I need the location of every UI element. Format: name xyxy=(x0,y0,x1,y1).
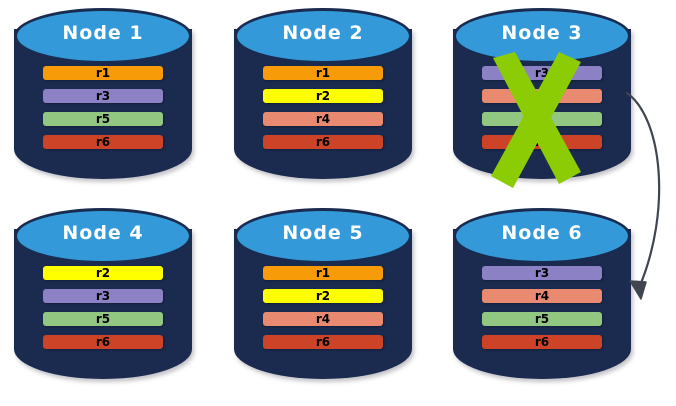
record-stripe[interactable]: r6 xyxy=(43,135,163,149)
record-stripe[interactable]: r2 xyxy=(263,89,383,103)
record-list: r2 r3 r5 r6 xyxy=(43,266,163,349)
record-stripe[interactable]: r2 xyxy=(263,289,383,303)
record-stripe[interactable]: r6 xyxy=(43,335,163,349)
record-stripe[interactable]: r1 xyxy=(263,266,383,280)
record-list: r1 r2 r4 r6 xyxy=(263,66,383,149)
record-stripe[interactable]: r5 xyxy=(43,312,163,326)
record-stripe[interactable]: r6 xyxy=(263,335,383,349)
cylinder-top-ellipse xyxy=(234,208,412,264)
record-stripe[interactable]: r3 xyxy=(482,66,602,80)
record-stripe[interactable]: r1 xyxy=(263,66,383,80)
record-stripe[interactable]: r1 xyxy=(43,66,163,80)
record-stripe[interactable]: r5 xyxy=(482,312,602,326)
record-stripe[interactable]: r5 xyxy=(482,112,602,126)
record-stripe[interactable]: r4 xyxy=(263,112,383,126)
cylinder-top-ellipse xyxy=(14,8,192,64)
cylinder-top-ellipse xyxy=(234,8,412,64)
record-stripe[interactable]: r4 xyxy=(263,312,383,326)
record-stripe[interactable]: r6 xyxy=(263,135,383,149)
cylinder-top-ellipse xyxy=(453,208,631,264)
record-stripe[interactable]: r3 xyxy=(43,89,163,103)
record-list: r3 r4 r5 r6 xyxy=(482,266,602,349)
record-stripe[interactable]: r6 xyxy=(482,335,602,349)
record-stripe[interactable]: r4 xyxy=(482,289,602,303)
record-stripe[interactable]: r5 xyxy=(43,112,163,126)
record-stripe[interactable]: r4 xyxy=(482,89,602,103)
record-list: r1 r2 r4 r6 xyxy=(263,266,383,349)
record-stripe[interactable]: r3 xyxy=(482,266,602,280)
record-list: r3 r4 r5 r6 xyxy=(482,66,602,149)
cylinder-top-ellipse xyxy=(14,208,192,264)
record-stripe[interactable]: r2 xyxy=(43,266,163,280)
record-list: r1 r3 r5 r6 xyxy=(43,66,163,149)
record-stripe[interactable]: r3 xyxy=(43,289,163,303)
record-stripe[interactable]: r6 xyxy=(482,135,602,149)
cylinder-top-ellipse xyxy=(453,8,631,64)
